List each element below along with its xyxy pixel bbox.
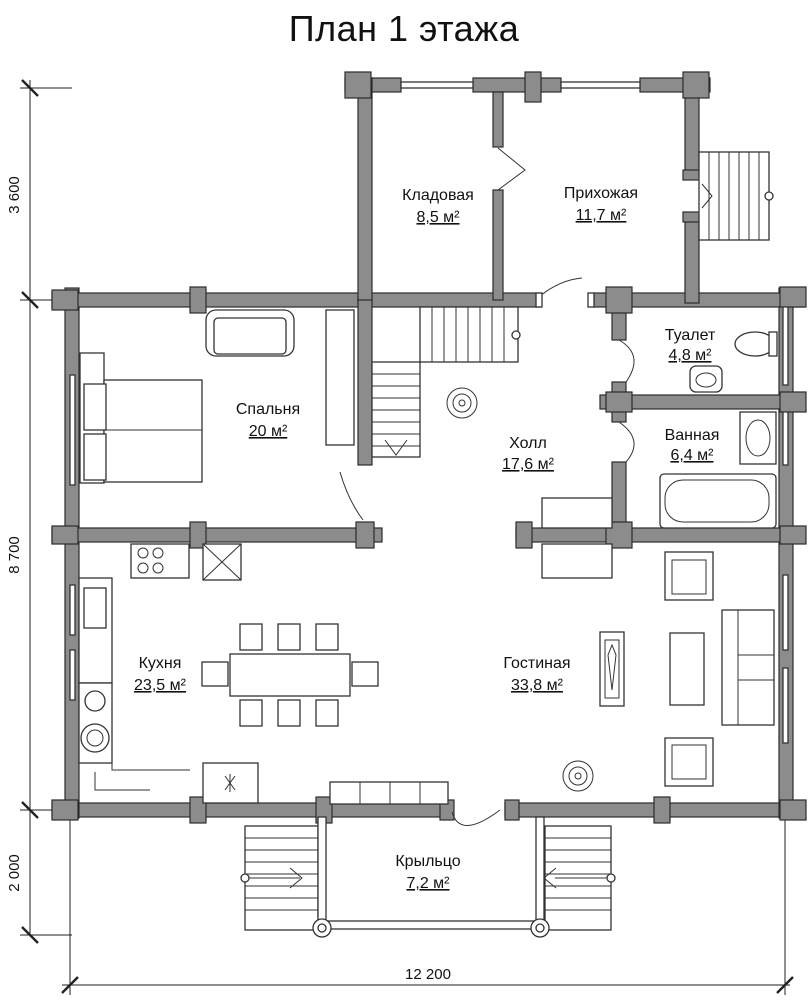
dim-middle-section: 8 700 [6,536,23,574]
room-name: Гостиная [503,655,570,672]
porch-stairs-right [543,825,616,931]
entry-stairs [698,151,774,241]
room-label-kitchen: Кухня 23,5 м² [134,655,187,694]
dim-bottom-section: 2 000 [6,854,23,892]
dim-total-width: 12 200 [405,966,451,983]
living-room-furniture [329,551,775,805]
room-area: 11,7 м² [576,207,627,224]
room-name: Прихожая [564,185,638,202]
walls [51,71,807,824]
room-label-porch: Крыльцо 7,2 м² [395,853,460,892]
room-area: 33,8 м² [511,677,564,694]
plan-title: План 1 этажа [288,8,520,49]
room-label-hall: Холл 17,6 м² [502,435,555,473]
room-name: Спальня [236,401,300,418]
room-name: Кладовая [402,187,474,204]
dim-top-section: 3 600 [6,176,23,214]
room-label-entryway: Прихожая 11,7 м² [564,185,638,224]
room-name: Кухня [139,655,182,672]
kitchen-furniture [78,543,379,804]
room-name: Туалет [665,327,716,344]
room-area: 17,6 м² [502,456,555,473]
room-area: 20 м² [249,423,288,440]
room-name: Крыльцо [395,853,460,870]
room-area: 4,8 м² [668,347,712,364]
room-label-toilet: Туалет 4,8 м² [665,327,716,364]
room-area: 8,5 м² [416,209,460,226]
porch-stairs-left [240,825,319,931]
room-label-bedroom: Спальня 20 м² [236,401,300,440]
room-label-storage: Кладовая 8,5 м² [402,187,474,226]
bedroom-furniture [79,309,355,484]
room-name: Холл [509,435,547,452]
room-area: 23,5 м² [134,677,187,694]
doors [339,147,635,826]
bathroom-fixtures [541,331,778,579]
room-label-living-room: Гостиная 33,8 м² [503,655,570,694]
room-label-bathroom: Ванная 6,4 м² [665,427,720,464]
plant-icon [446,387,478,419]
hall-stairs [371,306,521,458]
plant-icon [562,760,594,792]
dimension-lines [20,79,794,995]
room-name: Ванная [665,427,720,444]
room-area: 6,4 м² [670,447,714,464]
porch-railing [312,816,550,938]
room-area: 7,2 м² [406,875,450,892]
